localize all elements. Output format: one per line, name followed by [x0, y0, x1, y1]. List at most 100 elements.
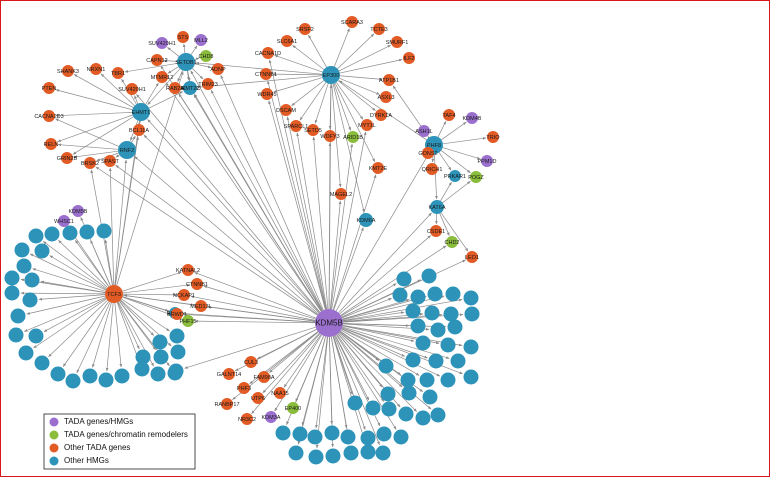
node-hmg-unlabeled[interactable] [347, 395, 363, 411]
node-hmg-unlabeled[interactable] [401, 385, 417, 401]
node-tbr1[interactable]: TBR1 [111, 67, 125, 79]
node-mtmr12[interactable]: MTMR12 [151, 71, 174, 83]
node-galnt14[interactable]: GALNT14 [217, 368, 241, 380]
node-sts[interactable]: STS [177, 31, 189, 43]
node-phf3[interactable]: PHF3 [237, 382, 251, 394]
node-prkar1[interactable]: PRKAR1 [444, 170, 466, 182]
node-ctnnb1b[interactable]: CTNNB1 [186, 278, 208, 290]
node-hmg-unlabeled[interactable] [153, 349, 169, 365]
node-hmg-unlabeled[interactable] [396, 271, 412, 287]
node-rnf2[interactable]: RNF2 [118, 141, 136, 159]
node-hmg-unlabeled[interactable] [410, 318, 426, 334]
node-nr3c2[interactable]: NR3C2 [238, 413, 256, 425]
node-srsf2[interactable]: SRSF2 [296, 23, 314, 35]
node-hmg-unlabeled[interactable] [415, 335, 431, 351]
node-ilf2[interactable]: ILF2 [403, 52, 415, 64]
node-hmg-unlabeled[interactable] [375, 445, 391, 461]
node-utp6[interactable]: UTP6 [251, 392, 265, 404]
node-hmg-unlabeled[interactable] [410, 289, 426, 305]
node-hmg-unlabeled[interactable] [98, 372, 114, 388]
node-hmg-unlabeled[interactable] [392, 287, 408, 303]
node-pogz[interactable]: POGZ [468, 171, 484, 183]
node-hmg-unlabeled[interactable] [450, 353, 466, 369]
node-hmg-unlabeled[interactable] [34, 243, 50, 259]
node-kdm4b[interactable]: KDM4B [463, 112, 482, 124]
node-cacna2d3[interactable]: CACNA2D3 [34, 110, 64, 122]
node-hmg-unlabeled[interactable] [421, 268, 437, 284]
node-hmg-unlabeled[interactable] [22, 292, 38, 308]
node-hmg-unlabeled[interactable] [424, 305, 440, 321]
node-nrxn1[interactable]: NRXN1 [87, 63, 106, 75]
node-hmg-unlabeled[interactable] [152, 334, 168, 350]
node-hmg-unlabeled[interactable] [308, 449, 324, 465]
node-ep300[interactable]: EP300 [322, 66, 340, 84]
node-hmg-unlabeled[interactable] [16, 258, 32, 274]
node-hmg-unlabeled[interactable] [380, 386, 396, 402]
node-asxl3[interactable]: ASXL3 [377, 91, 395, 103]
node-hmg-unlabeled[interactable] [4, 285, 20, 301]
node-slc6a1[interactable]: SLC6A1 [277, 35, 298, 47]
node-wdr45[interactable]: WDR45 [257, 88, 277, 100]
node-hmg-unlabeled[interactable] [114, 368, 130, 384]
node-hmg-unlabeled[interactable] [65, 373, 81, 389]
node-shank3[interactable]: SHANK3 [57, 65, 79, 77]
node-hmg-unlabeled[interactable] [445, 286, 461, 302]
node-dscam[interactable]: DSCAM [276, 104, 296, 116]
node-hmg-unlabeled[interactable] [150, 366, 166, 382]
node-wdfy3[interactable]: WDFY3 [320, 130, 340, 142]
node-leo1[interactable]: LEO1 [465, 251, 479, 263]
node-kdm5b2[interactable]: KDM5B [69, 205, 88, 217]
node-hmg-unlabeled[interactable] [430, 322, 446, 338]
node-hmg-unlabeled[interactable] [34, 355, 50, 371]
node-pten[interactable]: PTEN [42, 82, 57, 94]
node-med13l[interactable]: MED13L [190, 300, 212, 312]
node-hmg-unlabeled[interactable] [28, 228, 44, 244]
node-grin2b[interactable]: GRIN2B [57, 152, 78, 164]
node-setdb1[interactable]: SETDB1 [175, 53, 197, 71]
node-hmg-unlabeled[interactable] [443, 306, 459, 322]
node-hmg-unlabeled[interactable] [292, 426, 308, 442]
node-hmg-unlabeled[interactable] [427, 286, 443, 302]
node-suv420h1b[interactable]: SUV420H1 [118, 83, 146, 95]
node-tcf3[interactable]: TCF3 [105, 285, 123, 303]
node-sparcl1[interactable]: SPARCL1 [284, 120, 309, 132]
node-mll2[interactable]: MLL2 [194, 34, 208, 46]
node-ep400[interactable]: EP400 [285, 402, 302, 414]
node-hmg-unlabeled[interactable] [96, 223, 112, 239]
node-smurf1[interactable]: SMURF1 [386, 36, 409, 48]
node-hmg-unlabeled[interactable] [14, 242, 30, 258]
node-hmg-unlabeled[interactable] [440, 372, 456, 388]
node-scara3[interactable]: SCARA3 [341, 16, 363, 28]
node-setd5[interactable]: SETD5 [304, 124, 322, 136]
node-hmg-unlabeled[interactable] [378, 358, 394, 374]
node-trim23[interactable]: TRIM23 [198, 78, 218, 90]
node-hmg-unlabeled[interactable] [324, 425, 340, 441]
node-hmg-unlabeled[interactable] [405, 352, 421, 368]
node-hmg-unlabeled[interactable] [8, 327, 24, 343]
node-ash1l[interactable]: ASH1L [415, 125, 433, 137]
node-hmg-unlabeled[interactable] [360, 444, 376, 460]
node-atp1b1[interactable]: ATP1B1 [379, 74, 399, 86]
node-gons2[interactable]: GONS2 [418, 147, 438, 159]
node-csde1[interactable]: CSDE1 [427, 225, 445, 237]
node-adnp[interactable]: ADNP [210, 63, 226, 75]
node-hmg-unlabeled[interactable] [10, 308, 26, 324]
node-hmg-unlabeled[interactable] [360, 430, 376, 446]
node-hmg-unlabeled[interactable] [422, 389, 438, 405]
node-suv420h1[interactable]: SUV420H1 [148, 37, 176, 49]
node-hmg-unlabeled[interactable] [464, 306, 480, 322]
node-hmg-unlabeled[interactable] [135, 349, 151, 365]
node-hmg-unlabeled[interactable] [415, 410, 431, 426]
node-hmg-unlabeled[interactable] [463, 339, 479, 355]
node-tcte3[interactable]: TCTE3 [370, 23, 388, 35]
node-hmg-unlabeled[interactable] [376, 426, 392, 442]
node-hmg-unlabeled[interactable] [430, 407, 446, 423]
node-brwd1[interactable]: BRWD1 [167, 308, 187, 320]
node-katnal2[interactable]: KATNAL2 [176, 264, 200, 276]
node-hmg-unlabeled[interactable] [4, 270, 20, 286]
node-hmg-unlabeled[interactable] [440, 337, 456, 353]
node-chd8[interactable]: CHD8 [199, 50, 214, 62]
node-ctnnb1[interactable]: CTNNB1 [255, 68, 277, 80]
node-trio[interactable]: TRIO [486, 131, 500, 143]
node-hmg-unlabeled[interactable] [44, 226, 60, 242]
